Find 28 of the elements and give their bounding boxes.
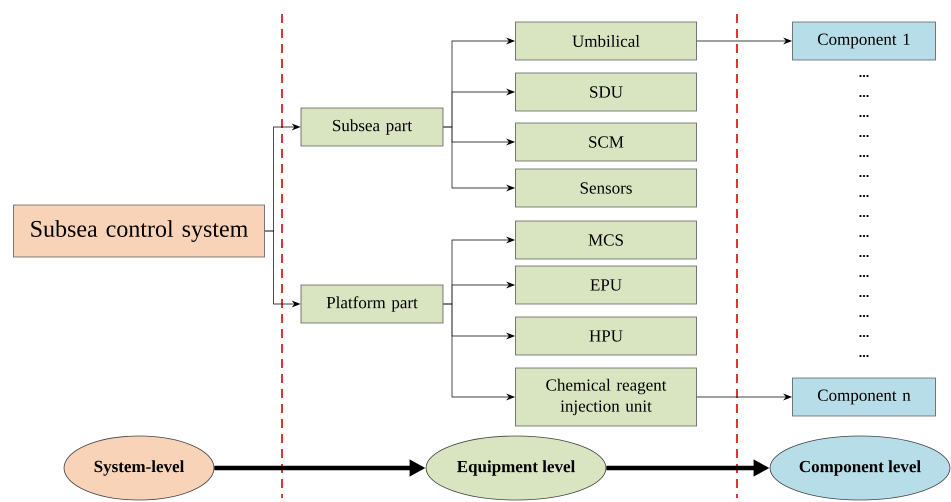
ellipsis-text: ...	[859, 214, 869, 218]
ellipsis-text: ...	[859, 314, 869, 318]
ellipsis-text: ...	[859, 174, 869, 178]
process-box: SDU	[515, 72, 697, 112]
process-box: MCS	[515, 220, 697, 260]
ellipsis-text: ...	[859, 74, 869, 78]
ellipsis-text: ...	[859, 194, 869, 198]
process-box: Platform part	[300, 284, 444, 324]
ellipsis-text: ...	[859, 294, 869, 298]
process-box: EPU	[515, 266, 697, 304]
ellipsis-text: ...	[859, 154, 869, 158]
process-box: Sensors	[515, 168, 697, 208]
ellipsis-text: ...	[859, 334, 869, 338]
process-box: Subsea part	[300, 108, 444, 146]
ellipsis-text: ...	[859, 94, 869, 98]
process-box: HPU	[515, 316, 697, 356]
ellipsis-text: ...	[859, 114, 869, 118]
ellipsis-text: ...	[859, 134, 869, 138]
process-box: Component 1	[792, 22, 936, 60]
ellipsis-text: ...	[859, 354, 869, 358]
process-box: SCM	[515, 122, 697, 162]
process-box: Component n	[792, 378, 936, 416]
process-box: Subsea control system	[13, 204, 265, 258]
ellipsis-text: ...	[859, 274, 869, 278]
process-box: Umbilical	[515, 22, 697, 60]
ellipsis-text: ...	[859, 234, 869, 238]
ellipsis-text: ...	[859, 254, 869, 258]
process-box: Chemical reagent injection unit	[515, 368, 697, 426]
